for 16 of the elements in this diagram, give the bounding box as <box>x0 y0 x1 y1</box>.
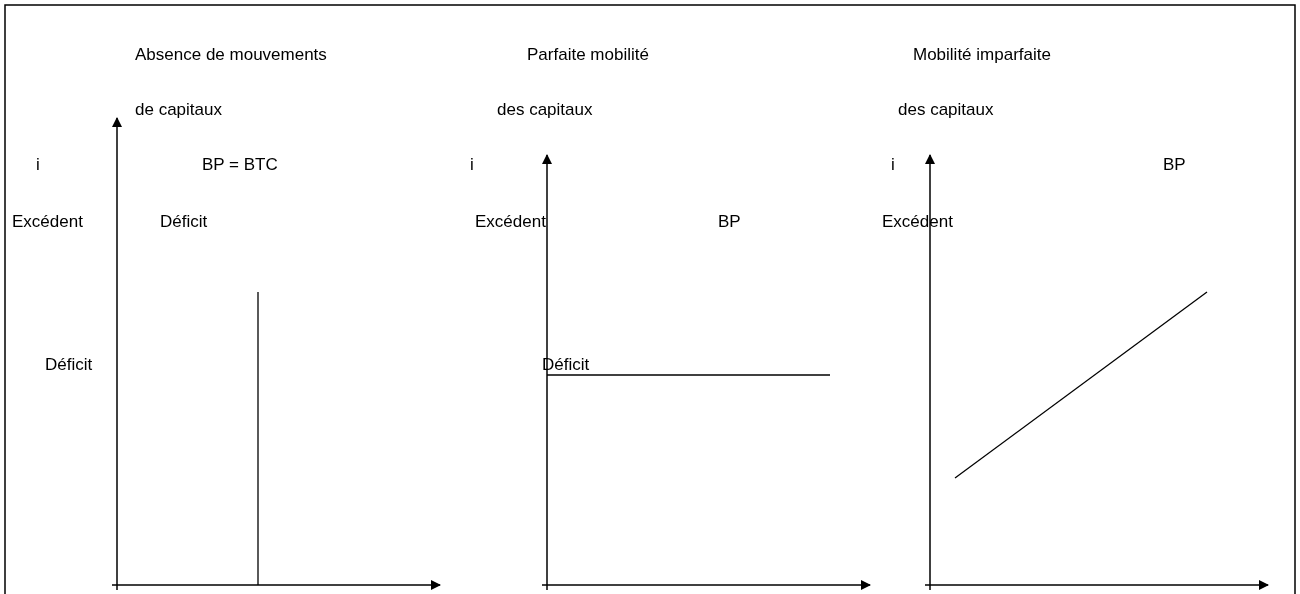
panel-title: des capitaux <box>898 99 994 121</box>
panel-title: Mobilité imparfaite <box>913 44 1051 66</box>
curve-label: BP <box>718 211 741 233</box>
region-label: Excédent <box>475 211 546 233</box>
region-label: Déficit <box>45 354 93 376</box>
region-label: Déficit <box>160 211 208 233</box>
axis-label: i <box>891 154 895 176</box>
curve-label: BP = BTC <box>202 154 278 176</box>
panel-title: Parfaite mobilité <box>527 44 649 66</box>
axis-label: i <box>36 154 40 176</box>
panel-title: Absence de mouvements <box>135 44 327 66</box>
panel-title: des capitaux <box>497 99 593 121</box>
region-label: Excédent <box>12 211 83 233</box>
panel-title: de capitaux <box>135 99 222 121</box>
axis-label: i <box>470 154 474 176</box>
curve-label: BP <box>1163 154 1186 176</box>
